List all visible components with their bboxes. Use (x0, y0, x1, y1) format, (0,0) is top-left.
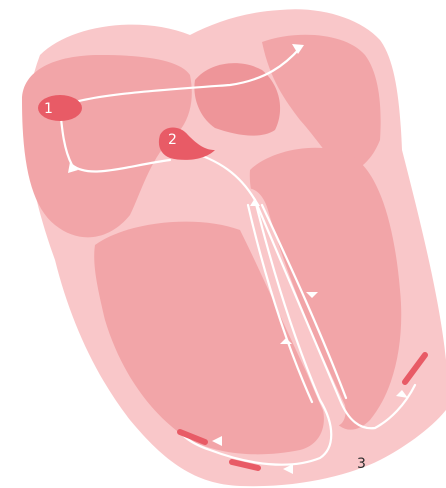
label-node-2: 2 (168, 132, 177, 148)
label-node-1: 1 (44, 101, 53, 117)
label-node-3: 3 (357, 456, 366, 472)
